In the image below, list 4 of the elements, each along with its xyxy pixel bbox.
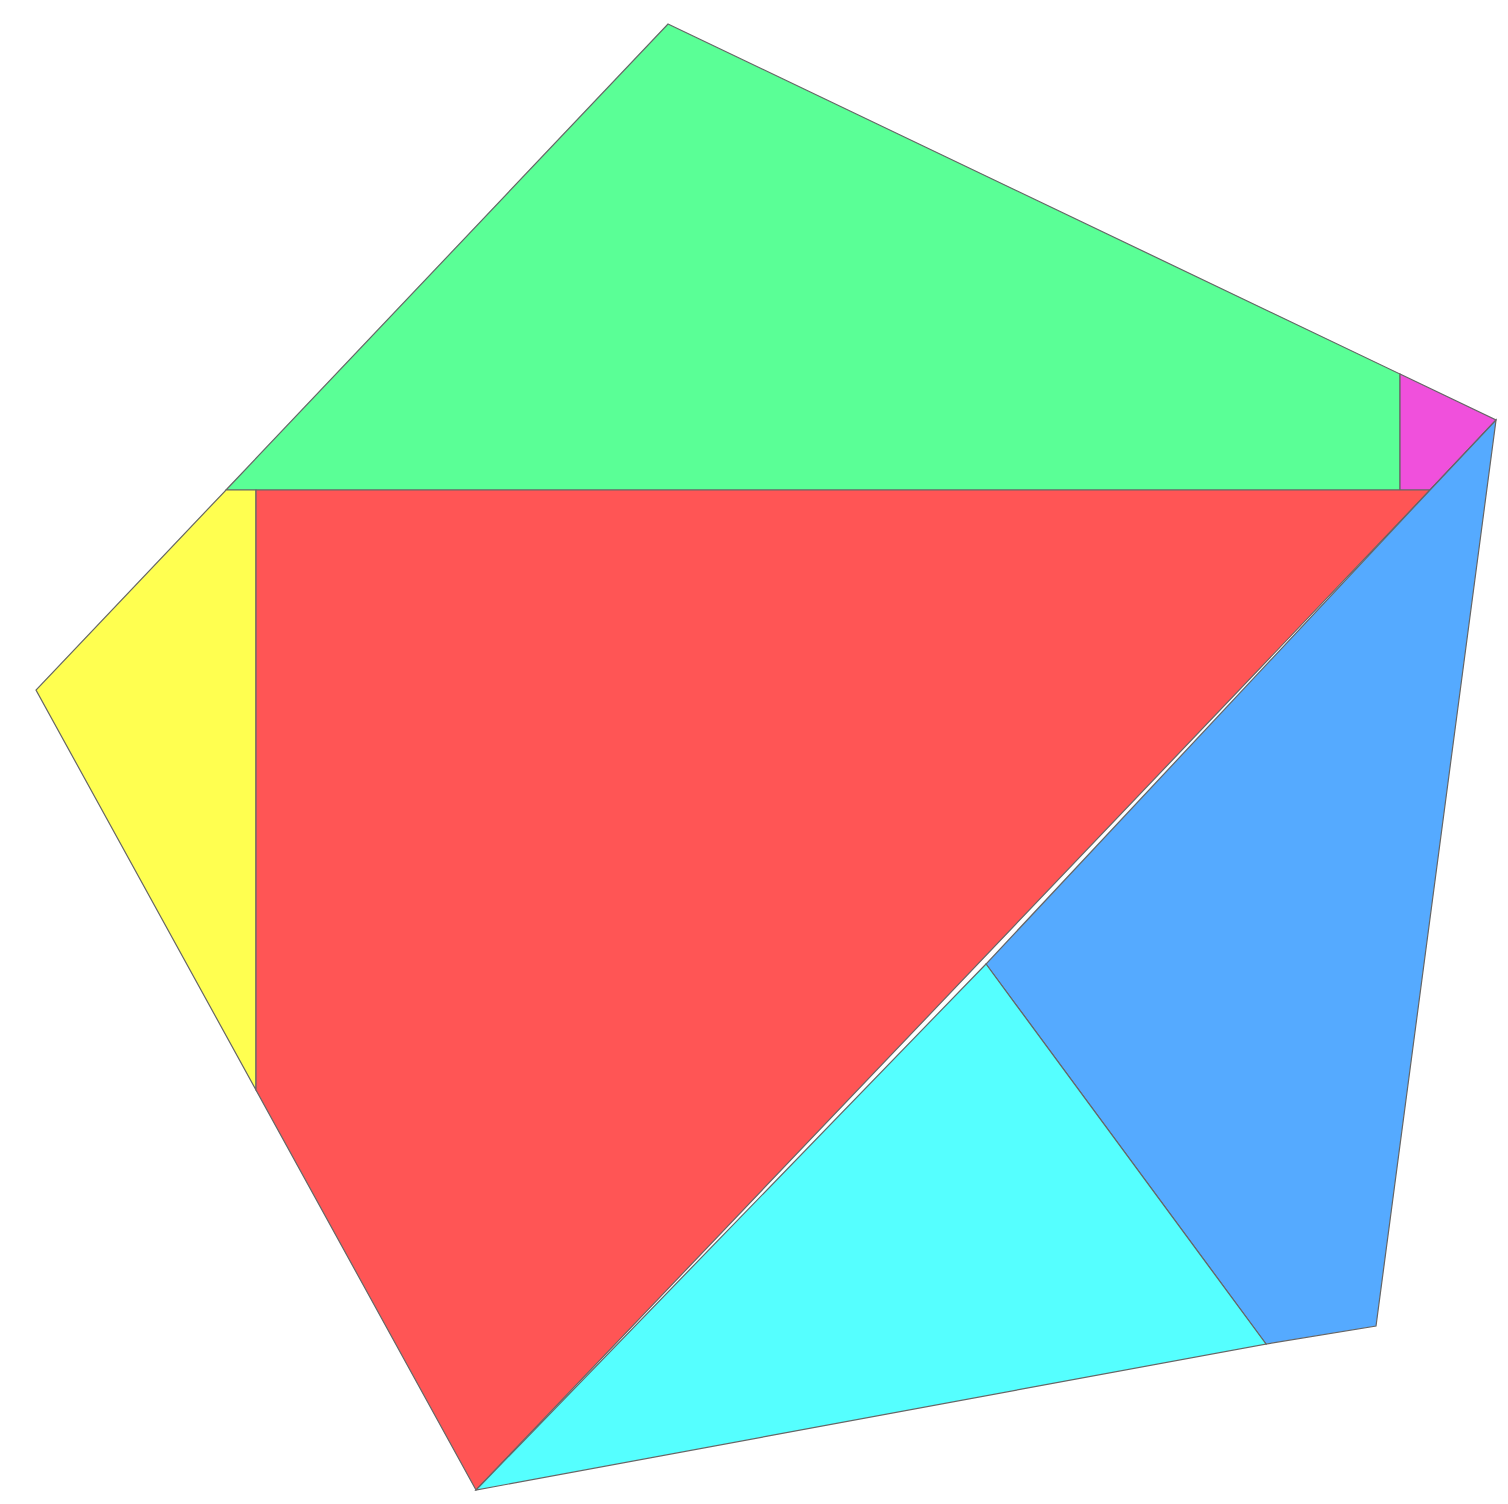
quadrilateral-piece (35, 489, 257, 1093)
quadrilateral-piece (1399, 373, 1498, 491)
pentagon-piece (985, 418, 1497, 1345)
quadrilateral-piece (255, 489, 1432, 1492)
